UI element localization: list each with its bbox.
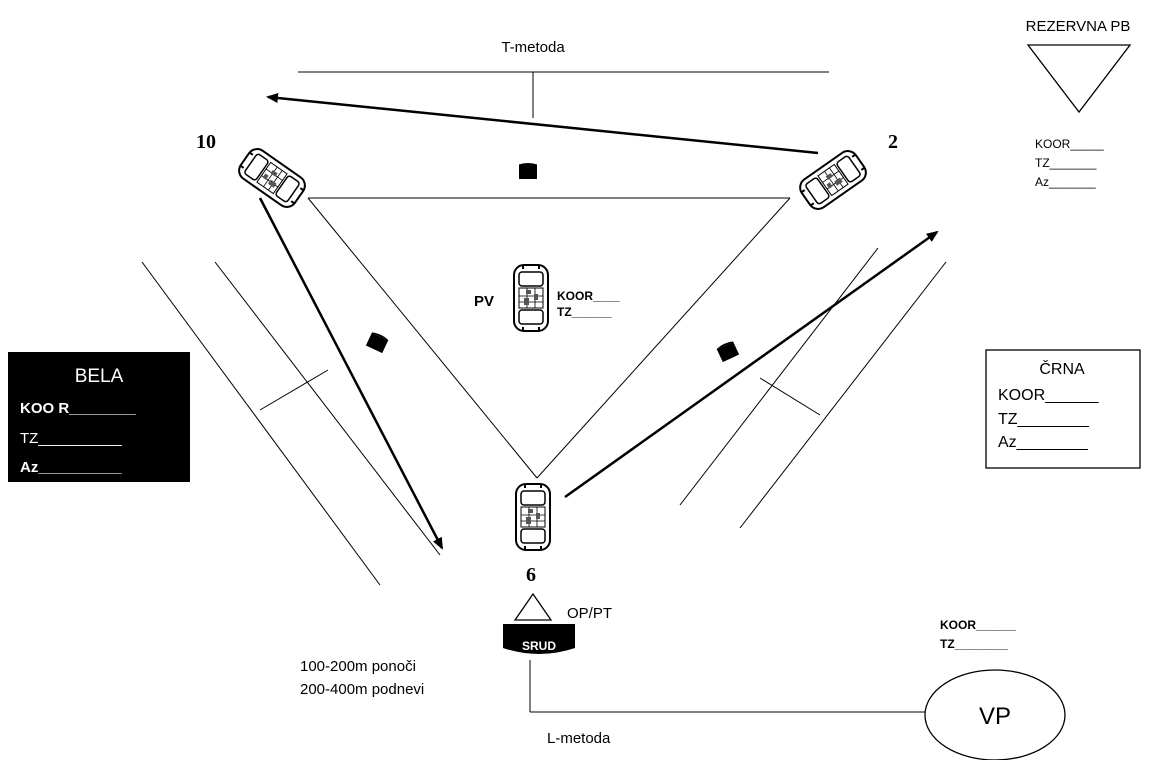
- crna-tz-field: TZ________: [998, 411, 1090, 428]
- vehicle-2-number: 2: [888, 131, 898, 153]
- pv-tz-field: TZ______: [557, 305, 612, 319]
- road-right-tick: [759, 377, 821, 416]
- crna-title: ČRNA: [1039, 359, 1085, 378]
- bela-tz-field: TZ__________: [20, 430, 122, 447]
- road-left-inner: [214, 261, 441, 556]
- bela-box-bg: [8, 352, 190, 482]
- vehicle-10-number: 10: [196, 131, 216, 153]
- vp-tz-field: TZ________: [940, 637, 1008, 651]
- bela-title: BELA: [75, 366, 124, 387]
- road-left-tick: [259, 369, 329, 411]
- triangle-left-edge: [307, 197, 538, 479]
- reserve-koor-field: KOOR_____: [1035, 137, 1104, 151]
- srud-block: [503, 624, 575, 654]
- pv-koor-field: KOOR____: [557, 289, 620, 303]
- arrow-6-to-right: [564, 230, 939, 499]
- marker-top-icon: [518, 163, 538, 180]
- vehicle-2-icon: [795, 146, 871, 214]
- road-right-inner: [679, 247, 879, 506]
- pv-label: PV: [474, 293, 494, 310]
- bela-az-field: Az__________: [20, 459, 122, 476]
- bela-box: BELA KOO R________ TZ__________ Az______…: [8, 352, 190, 482]
- triangle-right-edge: [536, 197, 791, 479]
- op-pt-label: OP/PT: [567, 605, 612, 622]
- vehicle-6-number: 6: [526, 564, 536, 586]
- reserve-az-field: Az_______: [1035, 175, 1096, 189]
- marker-left-icon: [365, 330, 390, 354]
- t-method-label: T-metoda: [501, 39, 565, 56]
- reserve-title: REZERVNA PB: [1026, 18, 1131, 35]
- marker-right-icon: [715, 339, 740, 363]
- bela-koor-field: KOO R________: [20, 400, 137, 417]
- pv-vehicle-icon: [513, 264, 549, 332]
- vp-circle: [924, 669, 1066, 760]
- l-method-label: L-metoda: [547, 730, 611, 747]
- reserve-triangle-icon: [1026, 44, 1132, 114]
- distance-day: 200-400m podnevi: [300, 681, 424, 698]
- arrow-10-to-6: [258, 197, 444, 550]
- srud-label: SRUD: [522, 639, 556, 653]
- crna-az-field: Az________: [998, 434, 1089, 451]
- crna-koor-field: KOOR______: [998, 387, 1100, 404]
- vehicle-6-icon: [515, 483, 551, 551]
- vehicle-10-icon: [234, 144, 310, 212]
- reserve-tz-field: TZ_______: [1035, 156, 1097, 170]
- arrow-to-left: [266, 93, 819, 155]
- road-left-outer: [141, 261, 381, 586]
- vp-koor-field: KOOR______: [940, 618, 1016, 632]
- vp-label: VP: [979, 703, 1011, 730]
- distance-night: 100-200m ponoči: [300, 658, 416, 675]
- crna-box: ČRNA KOOR______ TZ________ Az________: [985, 349, 1141, 469]
- road-right-outer: [739, 261, 947, 529]
- crna-box-frame: [985, 349, 1141, 469]
- op-pt-triangle-icon: [513, 592, 553, 621]
